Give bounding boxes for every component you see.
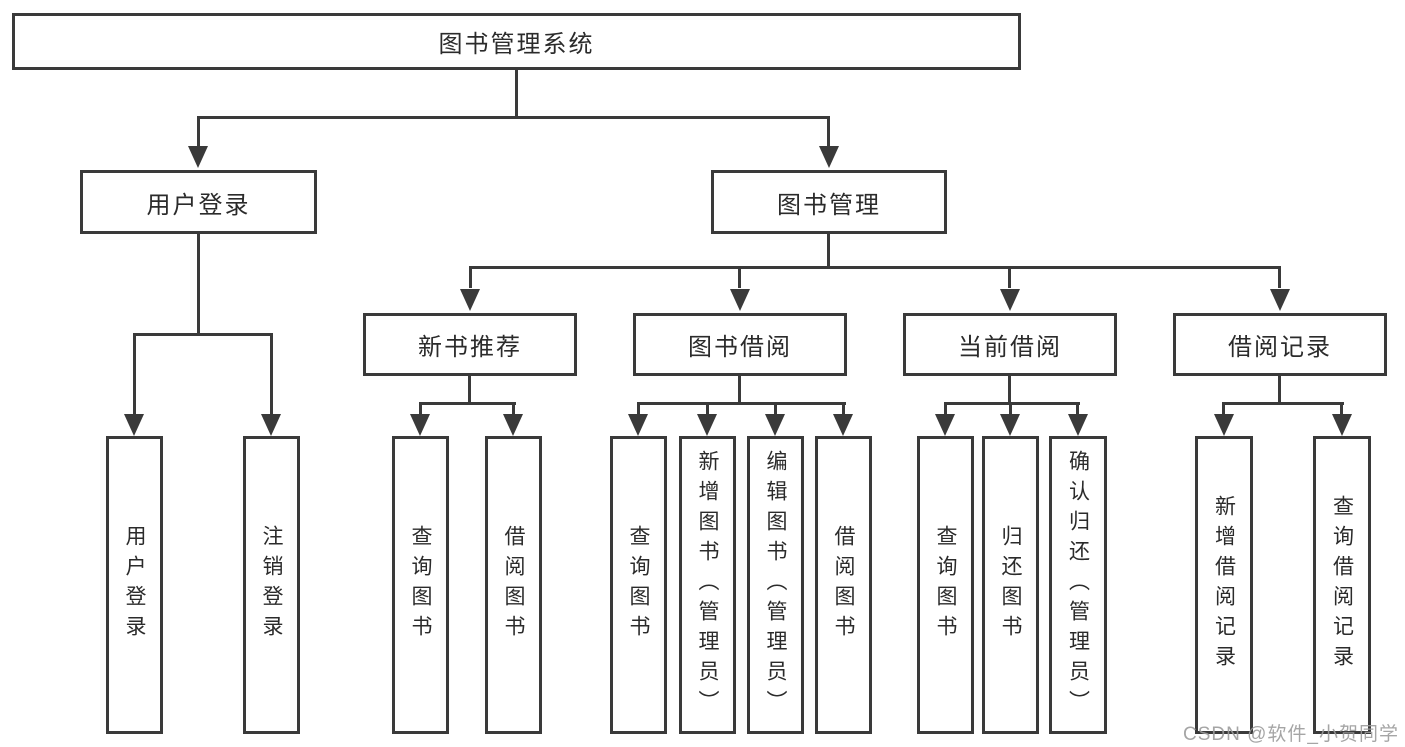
node-current-borrowing: 当前借阅 (903, 313, 1117, 376)
connector-line (1222, 402, 1225, 414)
node-user-login: 用户登录 (80, 170, 317, 234)
arrowhead-down-icon (1214, 414, 1234, 436)
arrowhead-down-icon (765, 414, 785, 436)
arrowhead-down-icon (833, 414, 853, 436)
connector-line (515, 70, 518, 118)
leaf-add-borrow-record: 新增借阅记录 (1195, 436, 1253, 734)
connector-line (1222, 402, 1344, 405)
connector-line (133, 333, 136, 414)
leaf-borrow-books-borrowing: 借阅图书 (815, 436, 872, 734)
arrowhead-down-icon (1332, 414, 1352, 436)
connector-line (637, 402, 640, 414)
node-library-management-system: 图书管理系统 (12, 13, 1021, 70)
connector-line (944, 402, 1080, 405)
leaf-query-books-borrowing: 查询图书 (610, 436, 667, 734)
connector-line (419, 402, 516, 405)
arrowhead-down-icon (1068, 414, 1088, 436)
connector-line (133, 333, 273, 336)
connector-line (827, 234, 830, 268)
arrowhead-down-icon (628, 414, 648, 436)
node-borrowing-records: 借阅记录 (1173, 313, 1387, 376)
watermark-csdn: CSDN @软件_小贺同学 (1183, 724, 1399, 745)
connector-line (468, 376, 471, 404)
connector-line (197, 116, 830, 119)
connector-line (738, 376, 741, 404)
connector-line (419, 402, 422, 414)
leaf-add-book-admin: 新增图书（管理员） (679, 436, 736, 734)
leaf-borrow-books-recommend: 借阅图书 (485, 436, 542, 734)
arrowhead-down-icon (1000, 414, 1020, 436)
arrowhead-down-icon (819, 146, 839, 168)
connector-line (842, 402, 845, 414)
connector-line (944, 402, 947, 414)
arrowhead-down-icon (460, 289, 480, 311)
leaf-confirm-return-admin: 确认归还（管理员） (1049, 436, 1107, 734)
leaf-query-books-recommend: 查询图书 (392, 436, 449, 734)
arrowhead-down-icon (1270, 289, 1290, 311)
connector-line (1076, 402, 1079, 414)
arrowhead-down-icon (730, 289, 750, 311)
connector-line (469, 266, 1281, 269)
leaf-logout: 注销登录 (243, 436, 300, 734)
arrowhead-down-icon (124, 414, 144, 436)
connector-line (1278, 376, 1281, 404)
connector-line (738, 266, 741, 288)
leaf-query-books-current: 查询图书 (917, 436, 974, 734)
connector-line (197, 234, 200, 335)
connector-line (1278, 266, 1281, 288)
connector-line (774, 402, 777, 414)
arrowhead-down-icon (410, 414, 430, 436)
connector-line (1008, 376, 1011, 404)
connector-line (706, 402, 709, 414)
arrowhead-down-icon (935, 414, 955, 436)
node-book-borrowing: 图书借阅 (633, 313, 847, 376)
connector-line (197, 116, 200, 148)
connector-line (1008, 266, 1011, 288)
connector-line (512, 402, 515, 414)
arrowhead-down-icon (503, 414, 523, 436)
leaf-edit-book-admin: 编辑图书（管理员） (747, 436, 804, 734)
leaf-query-borrow-record: 查询借阅记录 (1313, 436, 1371, 734)
node-book-management: 图书管理 (711, 170, 947, 234)
connector-line (1009, 402, 1012, 414)
leaf-user-login: 用户登录 (106, 436, 163, 734)
leaf-return-books: 归还图书 (982, 436, 1039, 734)
connector-line (827, 116, 830, 148)
arrowhead-down-icon (697, 414, 717, 436)
connector-line (637, 402, 846, 405)
arrowhead-down-icon (188, 146, 208, 168)
connector-line (1340, 402, 1343, 414)
arrowhead-down-icon (1000, 289, 1020, 311)
connector-line (270, 333, 273, 414)
arrowhead-down-icon (261, 414, 281, 436)
node-new-book-recommendation: 新书推荐 (363, 313, 577, 376)
connector-line (469, 266, 472, 288)
